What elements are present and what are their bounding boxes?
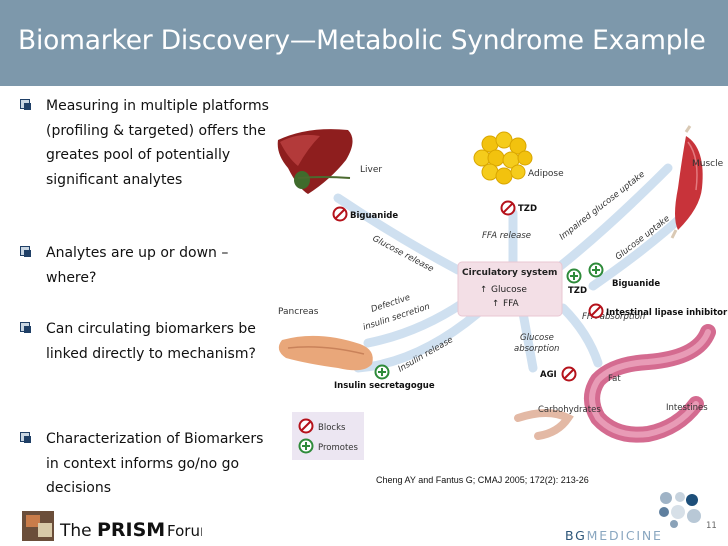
glucose-absorption-label-2: absorption	[514, 344, 559, 354]
square-bullet-icon	[20, 322, 31, 333]
bullet-text: Analytes are up or down – where?	[46, 245, 229, 286]
citation: Cheng AY and Fantus G; CMAJ 2005; 172(2)…	[376, 475, 589, 485]
glucose-release-arrow	[333, 193, 463, 275]
insulin-release-arrow	[353, 308, 483, 373]
pancreas-label: Pancreas	[278, 307, 319, 317]
promotes-icon	[588, 262, 604, 278]
page-number: 11	[706, 521, 717, 531]
glucose-absorption-label-1: Glucose	[520, 333, 554, 343]
circulatory-title: Circulatory system	[462, 268, 557, 278]
glucose-absorption-arrow	[518, 308, 538, 373]
blocks-icon	[588, 303, 604, 319]
medicine-part: MEDICINE	[586, 528, 663, 543]
promotes-icon	[374, 364, 390, 380]
muscle-icon	[670, 125, 703, 239]
bullet-text: Can circulating biomarkers be linked dir…	[46, 321, 256, 362]
impaired-uptake-arrow	[553, 163, 673, 273]
legend-promotes-label: Promotes	[318, 443, 359, 453]
biguanide-liver-label: Biguanide	[350, 211, 398, 221]
defective-secretion-arrow	[363, 298, 468, 348]
center-ffa-label: FFA	[503, 299, 520, 309]
tzd-muscle-label: TZD	[568, 286, 587, 296]
intestines-icon	[514, 324, 716, 443]
lipase-inhibitor-label: Intestinal lipase inhibitor	[606, 308, 728, 318]
promotes-icon	[298, 438, 314, 454]
square-bullet-icon	[20, 246, 31, 257]
bullet-text: Characterization of Biomarkers in contex…	[46, 431, 264, 496]
prism-forum: Forum	[167, 522, 202, 540]
agi-label: AGI	[540, 370, 557, 380]
carbohydrates-label: Carbohydrates	[538, 405, 601, 415]
blocks-icon	[332, 206, 348, 222]
insulin-secretagogue-label: Insulin secretagogue	[334, 381, 435, 391]
title-bar: Biomarker Discovery—Metabolic Syndrome E…	[0, 0, 728, 86]
bg-medicine-wordmark: BGMEDICINE	[565, 528, 663, 543]
ffa-release-label: FFA release	[482, 231, 531, 241]
circulatory-system-box	[457, 261, 563, 317]
legend-blocks-label: Blocks	[318, 423, 346, 433]
bg-part: BG	[565, 528, 587, 543]
bg-medicine-dots-icon	[659, 492, 701, 528]
up-arrow-icon: ↑	[492, 299, 499, 309]
fat-label: Fat	[608, 374, 621, 384]
muscle-label: Muscle	[692, 159, 724, 169]
adipose-icon	[473, 131, 533, 185]
slide-title: Biomarker Discovery—Metabolic Syndrome E…	[18, 25, 706, 56]
prism-the: The	[59, 521, 92, 541]
liver-label: Liver	[360, 165, 382, 175]
blocks-icon	[298, 418, 314, 434]
adipose-label: Adipose	[528, 169, 564, 179]
promotes-icon	[566, 268, 582, 284]
tzd-adipose-label: TZD	[518, 204, 537, 214]
center-glucose-label: Glucose	[491, 285, 527, 295]
metabolic-syndrome-diagram: Liver Adipose Muscle Circulatory system	[268, 118, 728, 498]
up-arrow-icon: ↑	[480, 285, 487, 295]
legend	[292, 412, 364, 460]
ffa-absorption-arrow	[558, 303, 603, 368]
liver-icon	[277, 129, 353, 194]
biguanide-muscle-label: Biguanide	[612, 279, 660, 289]
bullet-text: Measuring in multiple platforms (profili…	[46, 98, 269, 188]
blocks-icon	[500, 200, 516, 216]
square-bullet-icon	[20, 99, 31, 110]
square-bullet-icon	[20, 432, 31, 443]
ffa-absorption-label: FFA absorption	[582, 312, 645, 322]
prism-forum-logo: The PRISM Forum	[22, 511, 202, 541]
intestines-label: Intestines	[666, 403, 708, 413]
pancreas-icon	[278, 335, 373, 371]
prism-name: PRISM	[97, 519, 165, 541]
blocks-icon	[561, 366, 577, 382]
